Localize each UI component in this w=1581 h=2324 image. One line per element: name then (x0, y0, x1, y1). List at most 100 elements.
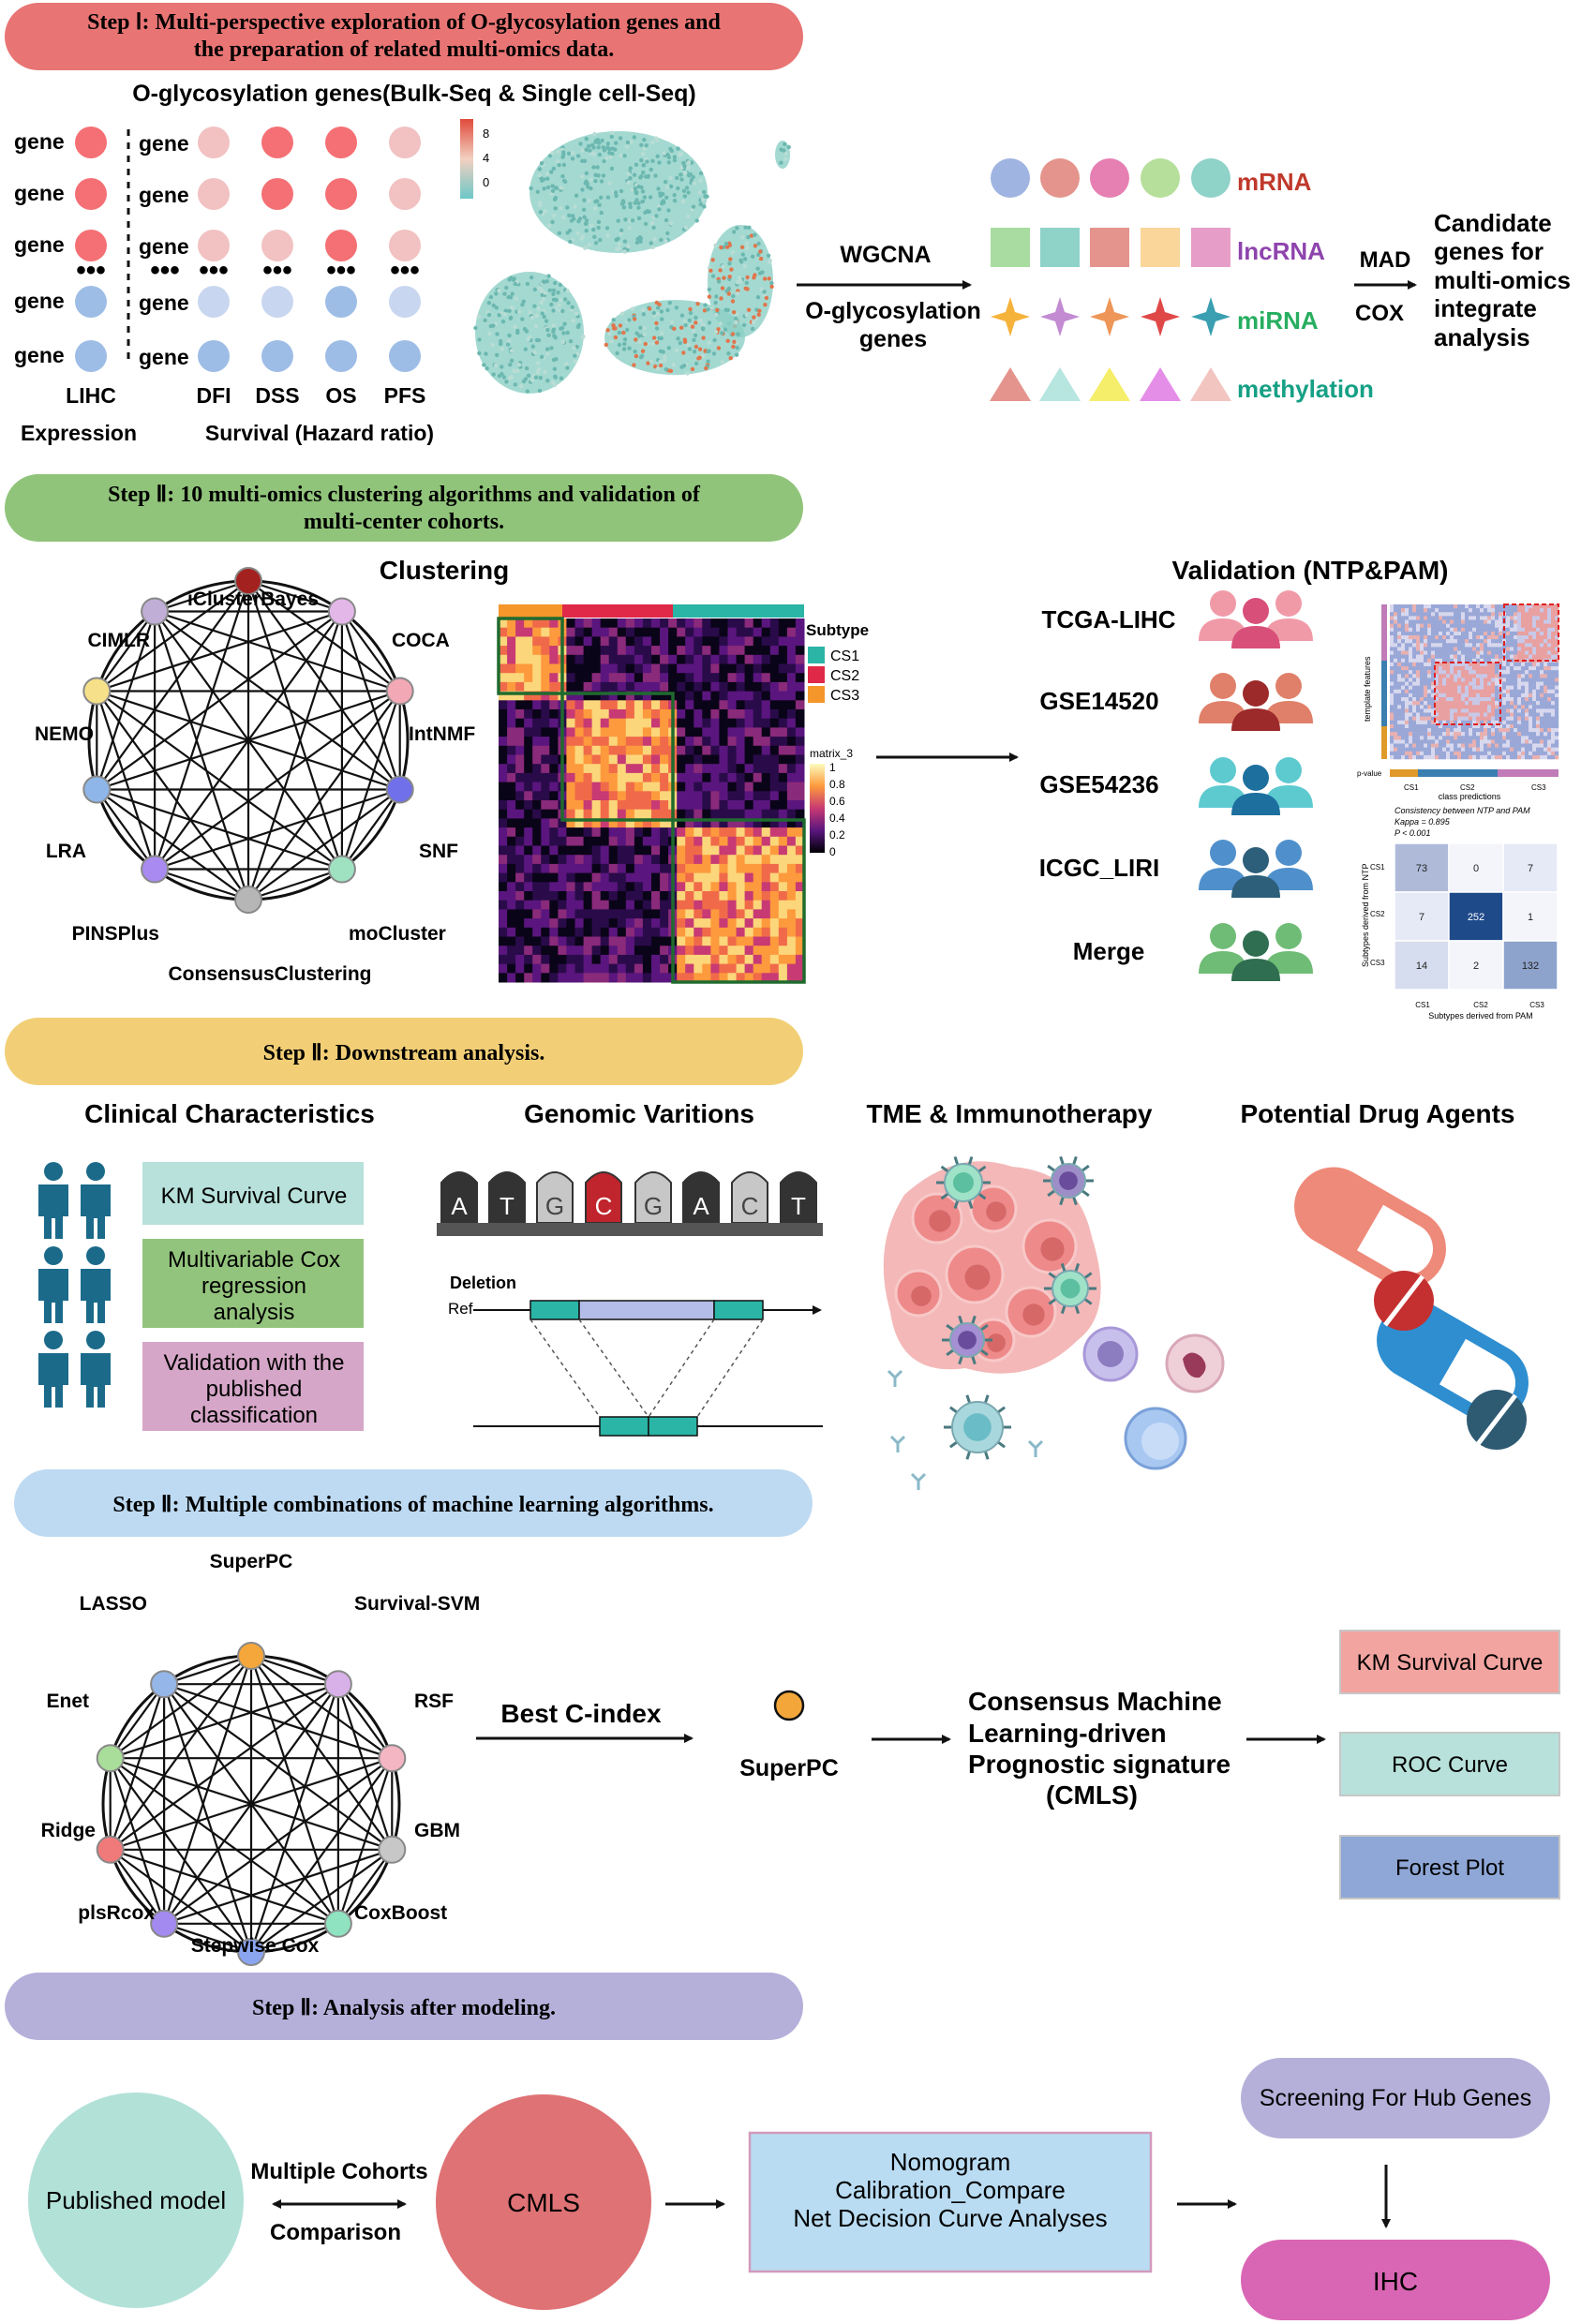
heatmap-cell (753, 863, 763, 874)
ntp-cell (1480, 619, 1484, 624)
ntp-cell (1476, 712, 1481, 717)
ntp-cell (1476, 716, 1481, 721)
ntp-cell (1424, 604, 1428, 609)
matrix-tick-02: 0.2 (829, 828, 845, 842)
ntp-cell (1394, 654, 1398, 659)
heatmap-cell (524, 927, 533, 937)
ntp-cell (1465, 693, 1469, 698)
heatmap-cell (778, 754, 788, 765)
ntp-cell (1495, 678, 1499, 682)
ntp-cell (1495, 723, 1499, 729)
heatmap-cell (786, 946, 797, 956)
heatmap-cell (677, 882, 686, 892)
heatmap-cell (515, 754, 525, 765)
umap-point (756, 252, 761, 258)
ntp-cell (1472, 623, 1477, 628)
heatmap-cell (566, 754, 575, 765)
ntp-cell (1532, 697, 1537, 702)
heatmap-cell (786, 800, 797, 811)
umap-point (645, 159, 649, 164)
network-edge (163, 1654, 252, 1686)
heatmap-cell (591, 754, 602, 765)
heatmap-cell (685, 918, 694, 929)
ntp-cell (1551, 747, 1556, 752)
ntp-cell (1510, 723, 1514, 729)
heatmap-cell (677, 681, 686, 693)
ntp-cell (1487, 747, 1492, 752)
ntp-cell (1499, 627, 1503, 633)
heatmap-cell (524, 673, 533, 683)
heatmap-cell (591, 836, 602, 846)
heatmap-cell (583, 709, 593, 720)
umap-point (664, 239, 668, 244)
ntp-cell (1487, 743, 1492, 748)
heatmap-cell (753, 900, 763, 910)
heatmap-cell (600, 754, 610, 765)
ntp-cell (1484, 639, 1488, 644)
heatmap-cell (515, 745, 525, 755)
umap-point (634, 198, 639, 202)
network-edge (96, 691, 157, 870)
ntp-cell (1532, 754, 1537, 760)
ntp-cell (1405, 612, 1409, 617)
heatmap-cell (625, 845, 635, 856)
heatmap-cell (778, 745, 788, 755)
heatmap-cell (702, 791, 711, 801)
ntp-cell (1435, 723, 1439, 729)
heatmap-cell (761, 754, 771, 765)
umap-point (679, 325, 684, 330)
ntp-cell (1446, 743, 1451, 748)
ntp-cell (1450, 662, 1454, 667)
heatmap-cell (549, 855, 559, 865)
ntp-cell (1547, 666, 1552, 671)
heatmap-cell (600, 909, 610, 919)
heatmap-cell (727, 646, 738, 656)
ntp-cell (1435, 627, 1439, 633)
immune-cell-receptor (996, 1440, 1007, 1449)
mrna-circle (1141, 158, 1180, 198)
ntp-cell (1412, 743, 1417, 748)
heatmap-cell (608, 800, 619, 811)
ntp-cell (1461, 666, 1466, 671)
ntp-cell (1450, 670, 1454, 675)
ntp-cell (1427, 635, 1432, 640)
ntp-cell (1420, 739, 1424, 744)
ntp-cell (1390, 670, 1395, 675)
ntp-cell (1480, 685, 1484, 690)
heatmap-cell (795, 654, 805, 664)
ntp-cell (1454, 658, 1458, 663)
heatmap-cell (736, 709, 746, 720)
umap-point (672, 199, 678, 203)
umap-point (610, 146, 615, 151)
ntp-cell (1529, 712, 1533, 717)
umap-point (503, 308, 508, 313)
ntp-cell (1517, 608, 1522, 613)
ntp-cell (1439, 728, 1443, 733)
ntp-cell (1431, 647, 1436, 651)
ntp-cell (1390, 723, 1395, 729)
ntp-cell (1536, 732, 1541, 737)
heatmap-cell (507, 791, 516, 801)
ntp-cell (1551, 670, 1556, 675)
ntp-cell (1555, 604, 1559, 609)
patient-head (86, 1331, 105, 1349)
heatmap-cell (625, 681, 635, 693)
ntp-cell (1401, 631, 1406, 636)
ntp-xlabel: class predictions (1439, 792, 1501, 801)
person-head (1275, 590, 1302, 617)
ntp-cell (1457, 639, 1462, 644)
heatmap-cell (753, 791, 763, 801)
ntp-cell (1401, 728, 1406, 733)
ntp-cell (1551, 689, 1556, 694)
heatmap-cell (541, 891, 550, 901)
heatmap-cell (549, 836, 559, 846)
umap-point (783, 156, 788, 162)
ntp-cell (1427, 678, 1432, 682)
ntp-cell (1446, 666, 1451, 671)
network-edge (96, 690, 343, 871)
ntp-cell (1394, 716, 1398, 721)
immune-cell-receptor (948, 1406, 959, 1414)
heatmap-cell (642, 855, 652, 865)
ntp-cell (1442, 732, 1447, 737)
ntp-cell (1431, 708, 1436, 713)
